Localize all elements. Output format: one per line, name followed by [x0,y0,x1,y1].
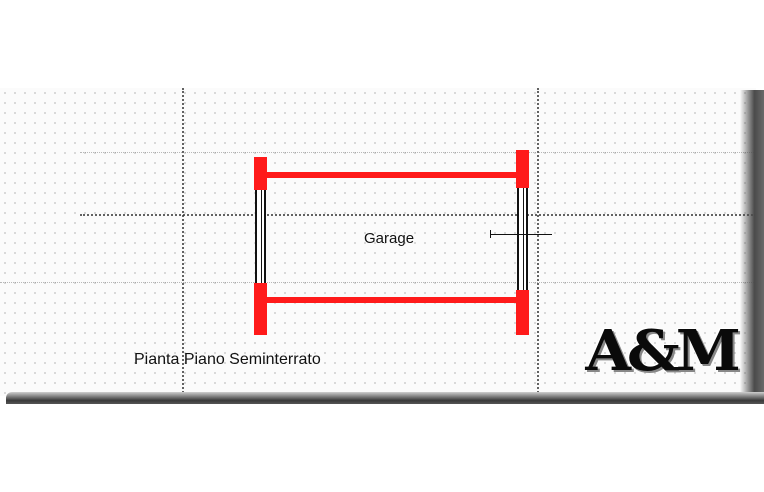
grid-line-vertical [182,88,184,396]
wall-bottom [264,297,518,303]
wall-right-top-post [516,150,529,188]
room-label-garage: Garage [364,230,415,247]
frame-shadow-right [740,90,764,402]
door-right [517,188,528,290]
wall-left-top-post [254,157,267,190]
company-logo: A&M [585,318,740,384]
section-marker-line [490,234,552,235]
grid-line-vertical [537,88,539,396]
grid-line-horizontal [80,152,756,153]
section-marker-tick [490,230,491,238]
frame-shadow-bottom [6,392,764,404]
grid-line-horizontal [80,214,756,216]
plan-title: Pianta Piano Seminterrato [134,351,321,368]
floor-plan-sheet [0,88,756,396]
wall-right-bottom-post [516,290,529,335]
door-left [255,190,266,283]
wall-left-bottom-post [254,283,267,335]
grid-line-horizontal [0,282,756,283]
wall-top [264,172,518,178]
